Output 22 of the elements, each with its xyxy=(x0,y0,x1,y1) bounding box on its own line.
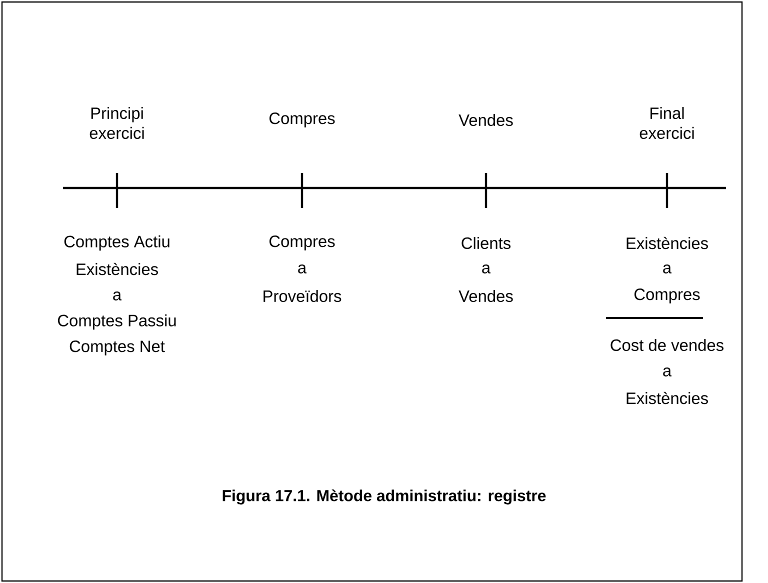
entry-text: Compres xyxy=(634,288,700,304)
entry-text: Compres xyxy=(270,236,335,250)
entry-text: Principi exercici xyxy=(90,107,144,139)
entry-text: a xyxy=(663,264,672,274)
entry-text: Existències xyxy=(626,236,708,250)
entry-text: Compres xyxy=(270,112,335,128)
entry-text: Comptes Actiu xyxy=(64,235,170,251)
entry-text: Comptes Net xyxy=(70,340,165,356)
entry-text: Existències xyxy=(76,262,158,276)
entry-text: Clients xyxy=(462,236,511,250)
entry-text: Comptes Passiu xyxy=(58,314,176,330)
entry-text: a xyxy=(663,367,672,376)
entry-text: Cost de vendes xyxy=(610,338,724,352)
entry-text: a xyxy=(298,264,307,274)
entry-text: a xyxy=(482,264,491,274)
entry-text: a xyxy=(113,291,122,300)
entry-text: Vendes xyxy=(458,114,513,126)
entry-text: Vendes xyxy=(458,290,513,302)
entry-text: Existències xyxy=(626,392,708,404)
entry-text: Proveïdors xyxy=(264,290,342,302)
entry-text: Final exercici xyxy=(640,107,694,139)
figure-caption: Figura 17.1. Mètode administratiu: registre xyxy=(222,489,546,505)
